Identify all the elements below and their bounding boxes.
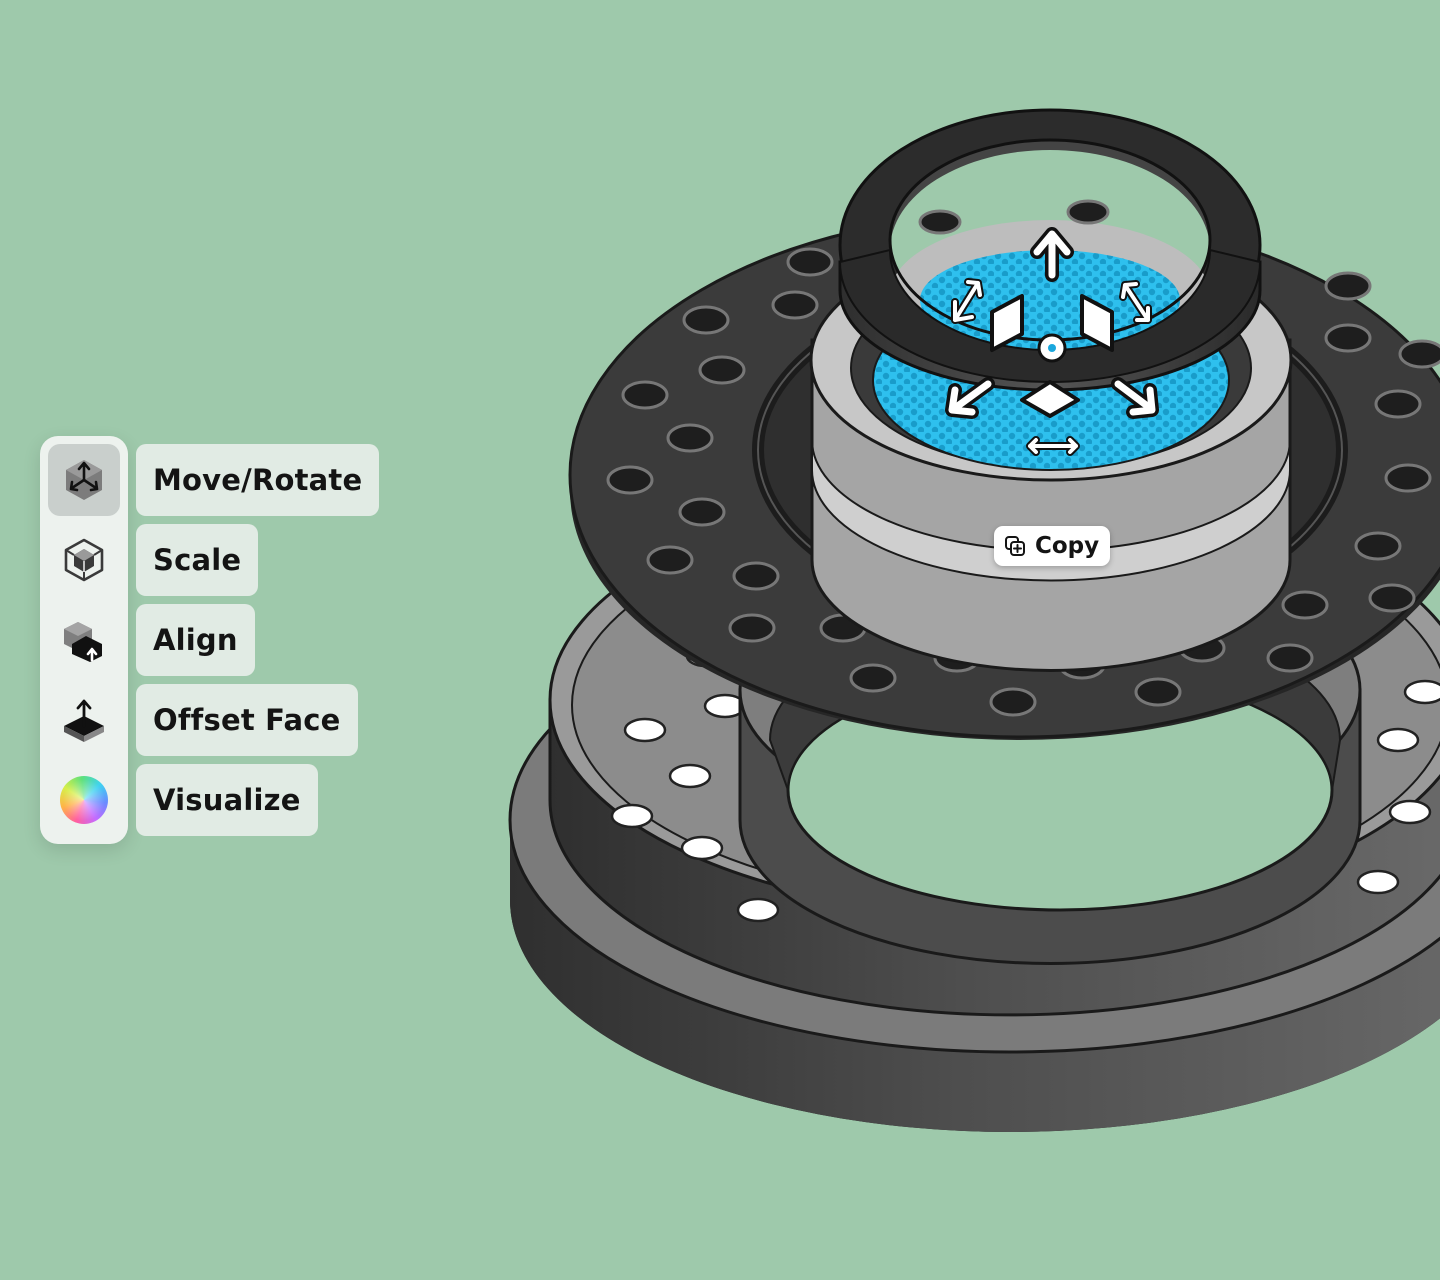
translate-up-handle	[1030, 227, 1074, 282]
plane-handle-bottom	[1020, 380, 1080, 418]
scale-button[interactable]	[48, 524, 120, 596]
visualize-icon	[60, 776, 108, 824]
move-rotate-label[interactable]: Move/Rotate	[136, 444, 380, 516]
copy-label: Copy	[1035, 533, 1100, 559]
translate-right-handle	[1111, 377, 1159, 419]
transform-gizmo[interactable]	[945, 227, 1159, 456]
base-housing[interactable]	[508, 483, 1440, 1132]
scale-icon	[64, 538, 104, 582]
rotate-left-handle	[951, 278, 984, 324]
align-icon	[64, 622, 102, 662]
scale-horizontal-handle	[1026, 436, 1080, 456]
tool-palette	[40, 436, 128, 844]
move-rotate-button[interactable]	[48, 444, 120, 516]
rotate-right-handle	[1119, 280, 1152, 324]
scale-label[interactable]: Scale	[136, 524, 259, 596]
plane-handle-left	[990, 294, 1024, 352]
visualize-label[interactable]: Visualize	[136, 764, 318, 836]
offset-face-icon	[64, 699, 104, 742]
visualize-button[interactable]	[48, 764, 120, 836]
offset-face-button[interactable]	[48, 684, 120, 756]
translate-left-handle	[945, 377, 995, 419]
copy-icon	[1005, 536, 1025, 556]
offset-face-label[interactable]: Offset Face	[136, 684, 358, 756]
align-label[interactable]: Align	[136, 604, 255, 676]
plane-handle-right	[1080, 294, 1114, 352]
copy-button[interactable]: Copy	[994, 526, 1110, 566]
align-button[interactable]	[48, 604, 120, 676]
move-rotate-icon	[66, 460, 102, 500]
